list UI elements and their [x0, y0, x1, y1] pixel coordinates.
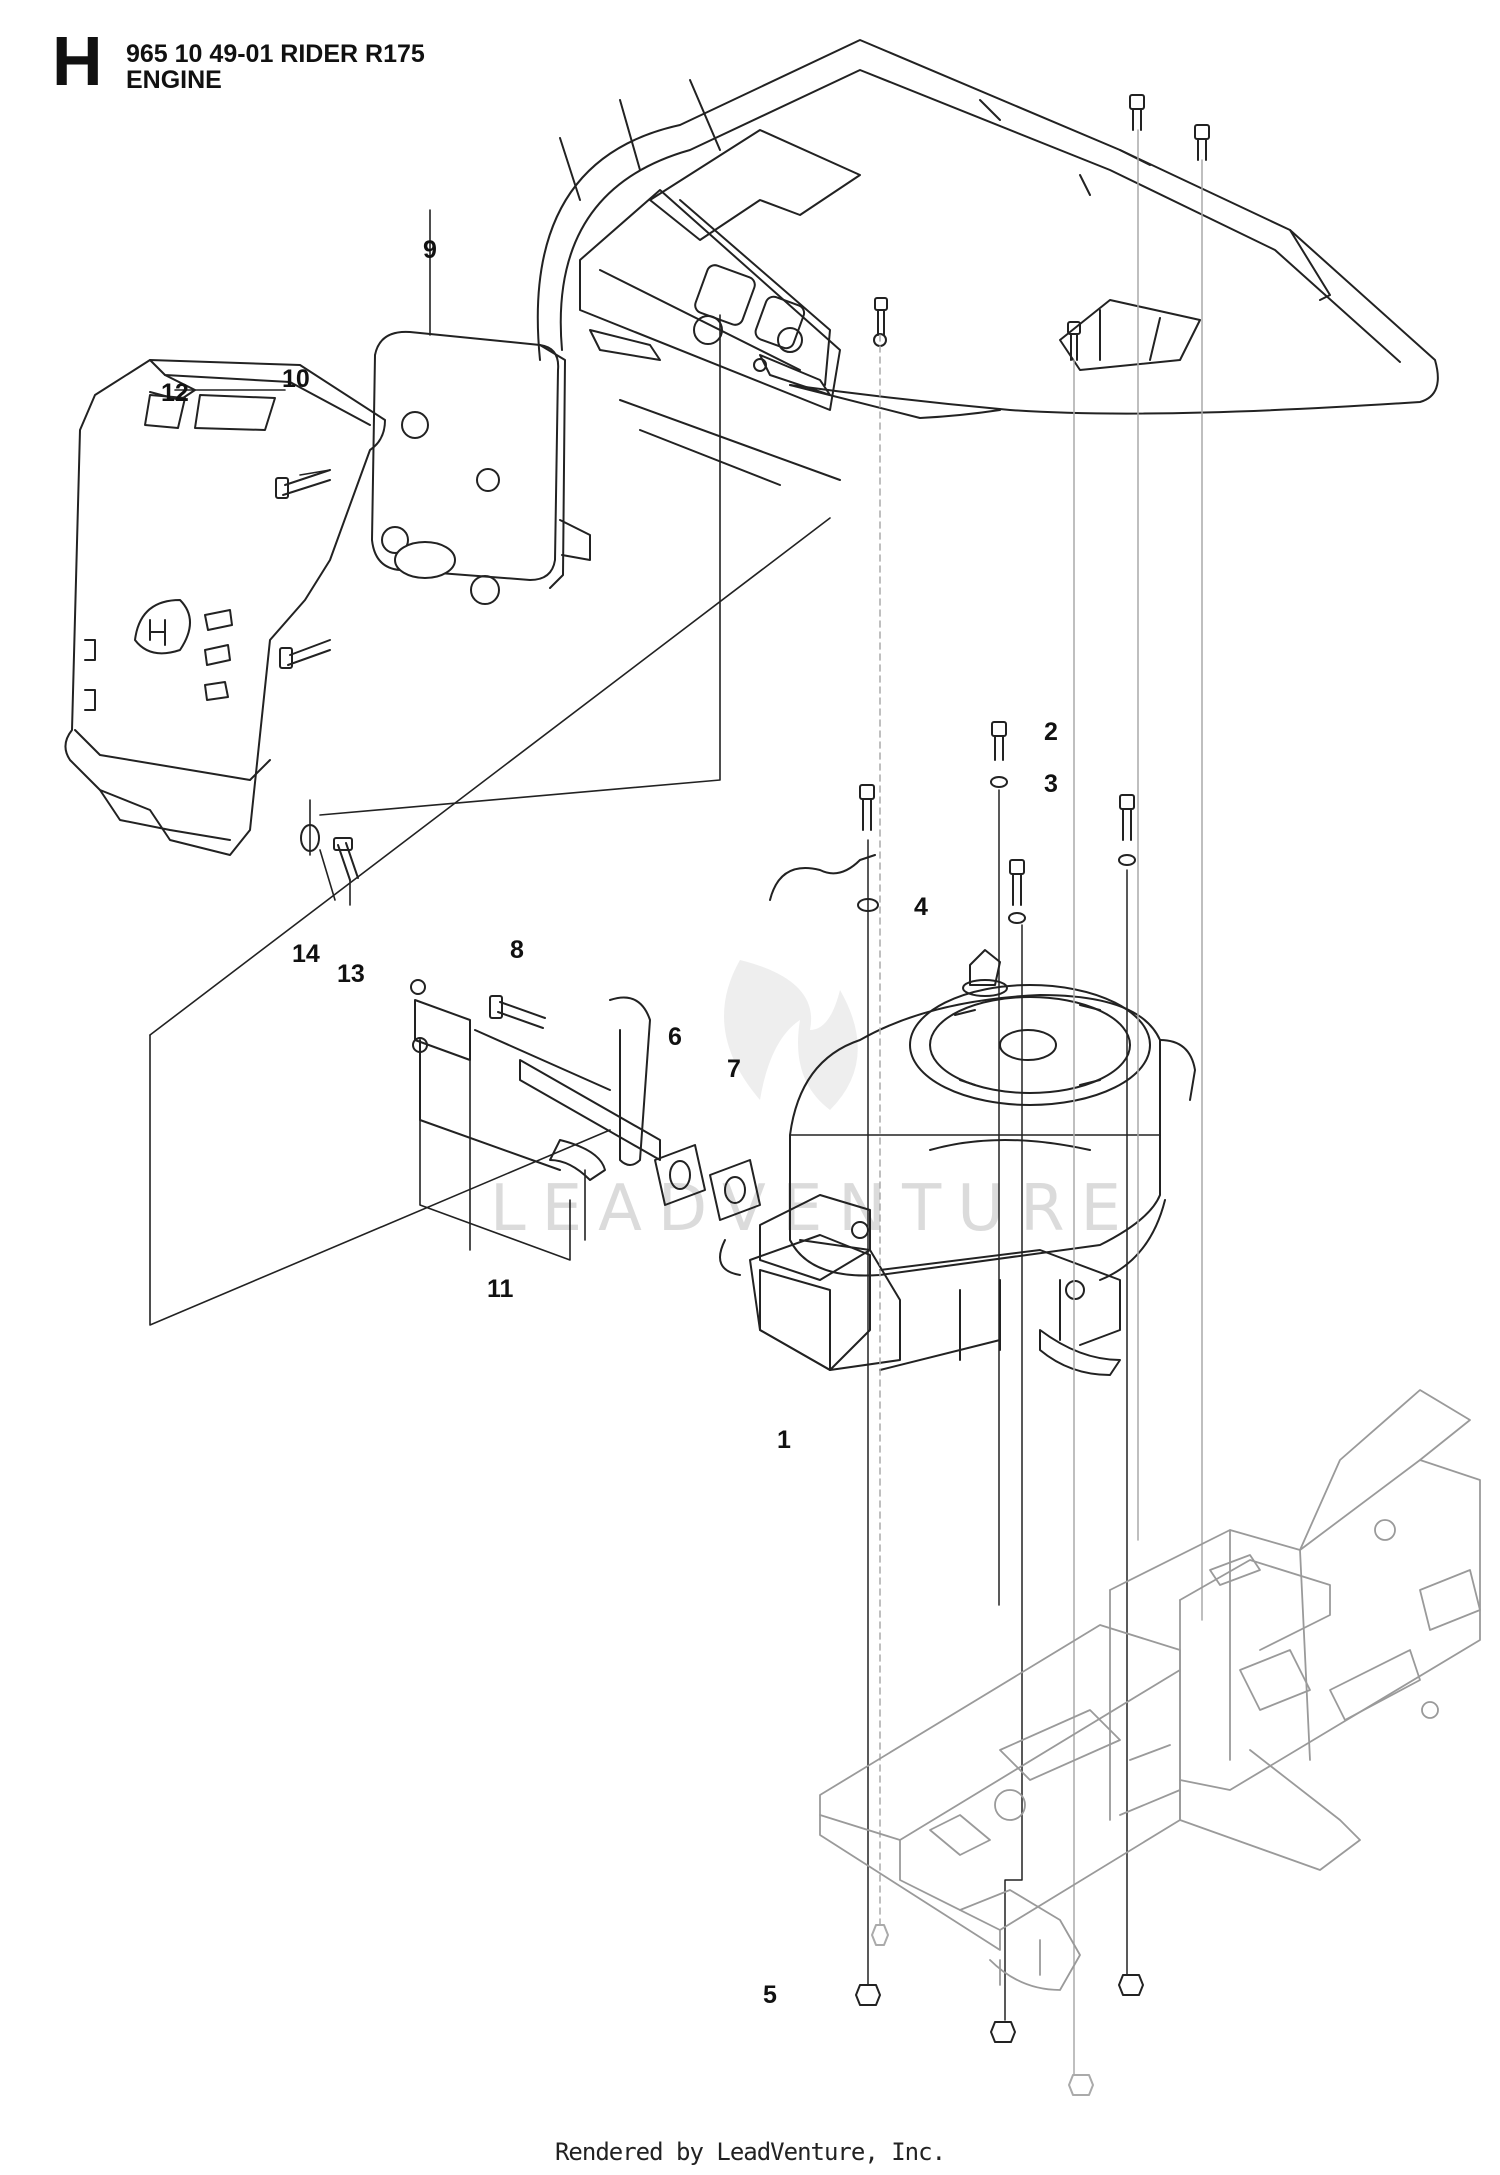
bolt-10: [275, 469, 331, 669]
bolt-8: [489, 995, 546, 1029]
footer-credit: Rendered by LeadVenture, Inc.: [554, 2138, 946, 2166]
gasket-7: [709, 1159, 761, 1221]
watermark-text: LEADVENTURE: [490, 1172, 1137, 1246]
callout-2: 2: [1044, 718, 1058, 746]
callout-10: 10: [282, 365, 310, 393]
callout-labels: 1 2 3 4 5 6 7 8 9 10 11 12 13 14: [161, 236, 1058, 2009]
alignment-lines: [867, 129, 1203, 2076]
callout-13: 13: [337, 960, 365, 988]
leader-lines: [149, 209, 831, 1326]
section-subtitle: ENGINE: [126, 66, 222, 94]
seat-frame: [536, 39, 1439, 419]
clip-11-leaders: [419, 1059, 586, 1261]
model-title: 965 10 49-01 RIDER R175: [126, 40, 425, 68]
callout-7: 7: [727, 1055, 741, 1083]
watermark: LEADVENTURE: [490, 960, 1137, 1246]
long-bolts: [859, 94, 1210, 924]
gasket-6: [654, 1144, 706, 1206]
washer-3: [990, 776, 1008, 788]
callout-3: 3: [1044, 770, 1058, 798]
bolt-13: [333, 837, 359, 881]
exhaust-pipe: [414, 996, 661, 1181]
callout-1: 1: [777, 1426, 791, 1454]
callout-11: 11: [487, 1275, 514, 1303]
nut-11: [410, 979, 428, 1053]
section-letter: H: [52, 22, 103, 100]
chassis-frame: [819, 1389, 1481, 1991]
muffler: [371, 330, 591, 605]
muffler-shield: [64, 359, 386, 856]
muffler-bracket: [579, 129, 887, 486]
callout-8: 8: [510, 936, 524, 964]
wire-harness: [769, 854, 876, 901]
callout-6: 6: [668, 1023, 682, 1051]
bolt-2: [991, 721, 1007, 761]
callout-12: 12: [161, 379, 189, 407]
callout-4: 4: [914, 893, 928, 921]
callout-5: 5: [763, 1981, 777, 2009]
callout-9: 9: [423, 236, 437, 264]
nut-5: [855, 1924, 1144, 2096]
callout-14: 14: [292, 940, 320, 968]
